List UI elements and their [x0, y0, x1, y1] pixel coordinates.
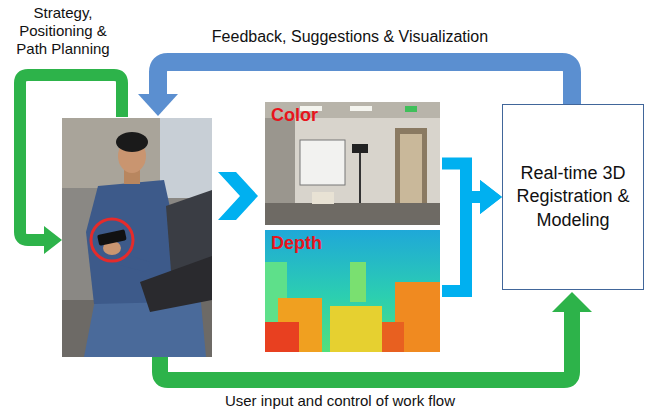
- color-image: [265, 102, 440, 225]
- panel-title: Depth: [271, 233, 436, 255]
- depth-background: [265, 230, 440, 352]
- whiteboard: [300, 140, 345, 185]
- feedback-arrow-line: [158, 62, 572, 104]
- user-input-arrow-line: [160, 312, 572, 380]
- depth-region: [330, 306, 382, 352]
- depth-region: [382, 322, 404, 352]
- loop-arrow-line: [20, 75, 122, 240]
- arrowhead: [138, 94, 178, 116]
- color-wall: [265, 102, 440, 225]
- flow-chevron: [218, 172, 258, 220]
- depth-region: [265, 322, 299, 352]
- tripod: [359, 150, 361, 205]
- panel-title: Color: [271, 105, 436, 127]
- door-frame: [395, 128, 427, 210]
- image-panel: Color: [265, 102, 442, 225]
- flow-connector: [442, 197, 480, 291]
- laptop-base: [140, 256, 212, 312]
- depth-image: [265, 230, 440, 352]
- depth-region: [350, 262, 366, 302]
- kinect-sensor: [97, 229, 127, 246]
- person-photo: [62, 118, 212, 357]
- image-panel: Depth: [265, 230, 442, 352]
- photo-background: [62, 118, 212, 357]
- annotation-label: Strategy, Positioning & Path Planning: [2, 4, 124, 58]
- box-on-desk: [312, 192, 334, 204]
- highlight-circle: [91, 219, 133, 261]
- photo-window: [160, 118, 212, 198]
- process-box: Real-time 3D Registration & Modeling: [502, 104, 644, 290]
- doorway: [400, 134, 422, 210]
- box-text: Real-time 3D Registration & Modeling: [511, 162, 635, 232]
- desk: [265, 203, 440, 225]
- person-hair: [116, 132, 148, 152]
- camera: [352, 144, 368, 153]
- arrowhead: [552, 292, 592, 312]
- ceiling-light: [350, 106, 372, 111]
- exit-sign: [405, 106, 417, 112]
- annotation-label: User input and control of work flow: [160, 392, 520, 410]
- user-input-arrow: [160, 292, 592, 380]
- strategy-loop-arrow: [20, 75, 122, 254]
- arrowhead: [44, 226, 62, 254]
- annotation-label: Feedback, Suggestions & Visualization: [170, 27, 530, 47]
